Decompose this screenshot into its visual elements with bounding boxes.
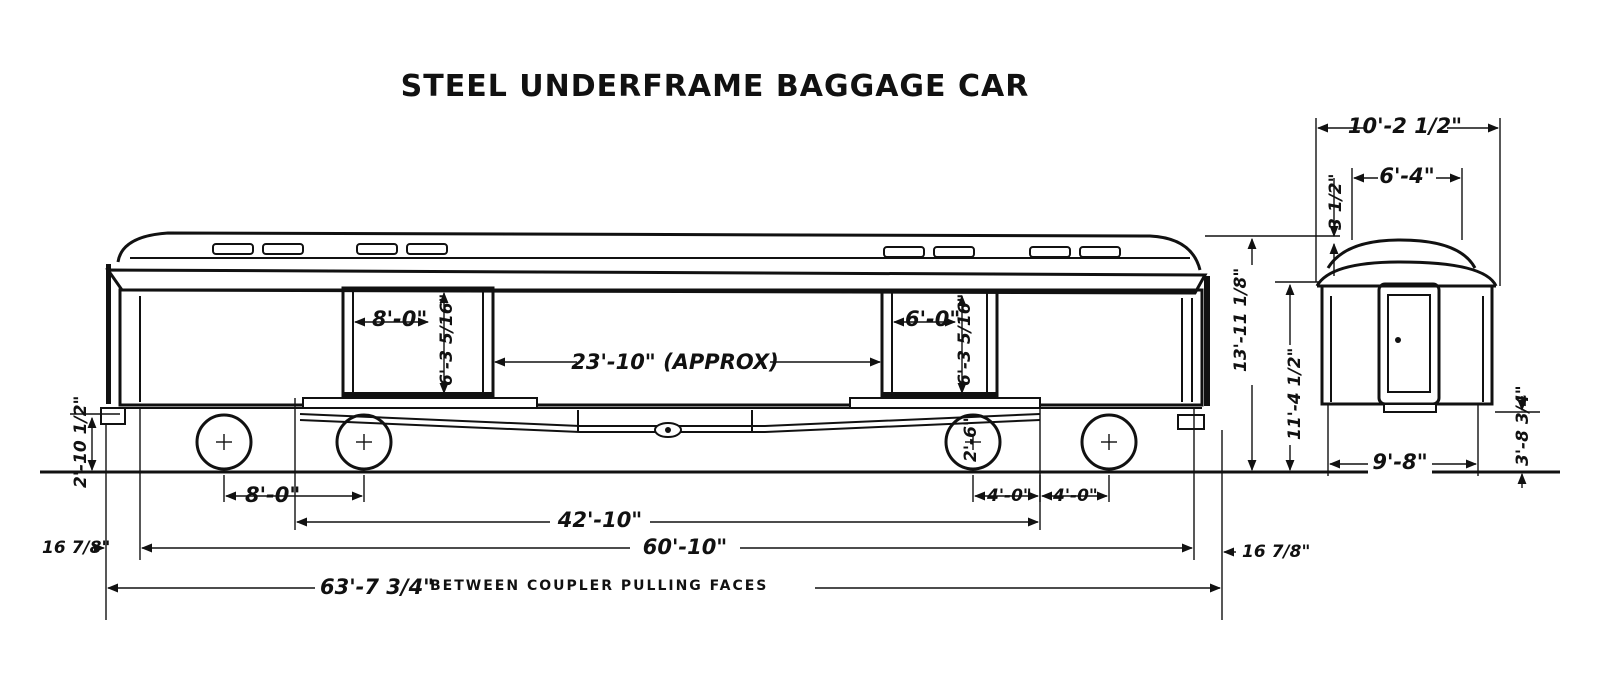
dim-door-width-left: 8'-0" [372, 307, 427, 331]
car-body [118, 288, 1204, 407]
dim-eave-height: 11'-4 1/2" [1285, 348, 1305, 440]
dim-overall-length: 63'-7 3/4" [320, 575, 434, 599]
dim-end-overhang-left: 16 7/8" [42, 538, 110, 558]
dim-roof-width: 6'-4" [1379, 164, 1434, 188]
end-roof [1326, 238, 1477, 269]
dim-truck-wheelbase: 8'-0" [245, 483, 300, 507]
underframe [299, 410, 1041, 438]
side-elevation: 8'-0" 6'-3 5/16" 23'-10" (APPROX) 6'-0" … [40, 231, 1560, 620]
end-elevation: 10'-2 1/2" 6'-4" 3 1/2" 9'-8" 3'-8 3/4" [1315, 114, 1540, 488]
sill-left [302, 397, 538, 409]
dim-coupler-height: 2'-10 1/2" [71, 396, 91, 488]
dim-door-spacing: 23'-10" (APPROX) [571, 350, 779, 374]
dim-overall-width: 10'-2 1/2" [1348, 114, 1462, 138]
dim-overall-length-note: BETWEEN COUPLER PULLING FACES [430, 578, 768, 594]
dim-roof-rise: 3 1/2" [1326, 174, 1346, 230]
coupler-left [100, 407, 126, 425]
door-left [341, 286, 495, 400]
dim-body-length: 60'-10" [643, 535, 728, 559]
wheel-1 [195, 413, 253, 471]
wheel-2 [335, 413, 393, 471]
dim-wheelbase-right-a: 4'-0" [986, 486, 1032, 506]
coupler-right [1177, 414, 1205, 430]
dim-truck-width: 9'-8" [1372, 450, 1427, 474]
dim-wheelbase-right-b: 4'-0" [1052, 486, 1098, 506]
roof-vents [212, 243, 1121, 258]
wheel-3 [944, 413, 1002, 471]
drawing-title: STEEL UNDERFRAME BAGGAGE CAR [401, 69, 1030, 104]
dim-total-height: 13'-11 1/8" [1231, 268, 1251, 372]
dim-door-width-right: 6'-0" [905, 307, 960, 331]
end-post-right [1204, 276, 1210, 406]
dim-floor-height: 3'-8 3/4" [1513, 385, 1533, 466]
end-post-left [106, 264, 111, 404]
sill-right [849, 397, 1041, 409]
end-body [1320, 284, 1494, 406]
dim-truck-centers: 42'-10" [557, 508, 643, 532]
dim-door-height-left: 6'-3 5/16" [437, 294, 457, 386]
end-door [1377, 282, 1441, 406]
dim-wheel-diameter: 2'-6" [961, 417, 981, 462]
wheel-4 [1080, 413, 1138, 471]
car-roof [116, 231, 1202, 271]
car-eave [105, 268, 1208, 295]
dim-end-overhang-right: 16 7/8" [1242, 542, 1310, 562]
dim-door-height-right: 6'-3 5/16" [955, 294, 975, 386]
